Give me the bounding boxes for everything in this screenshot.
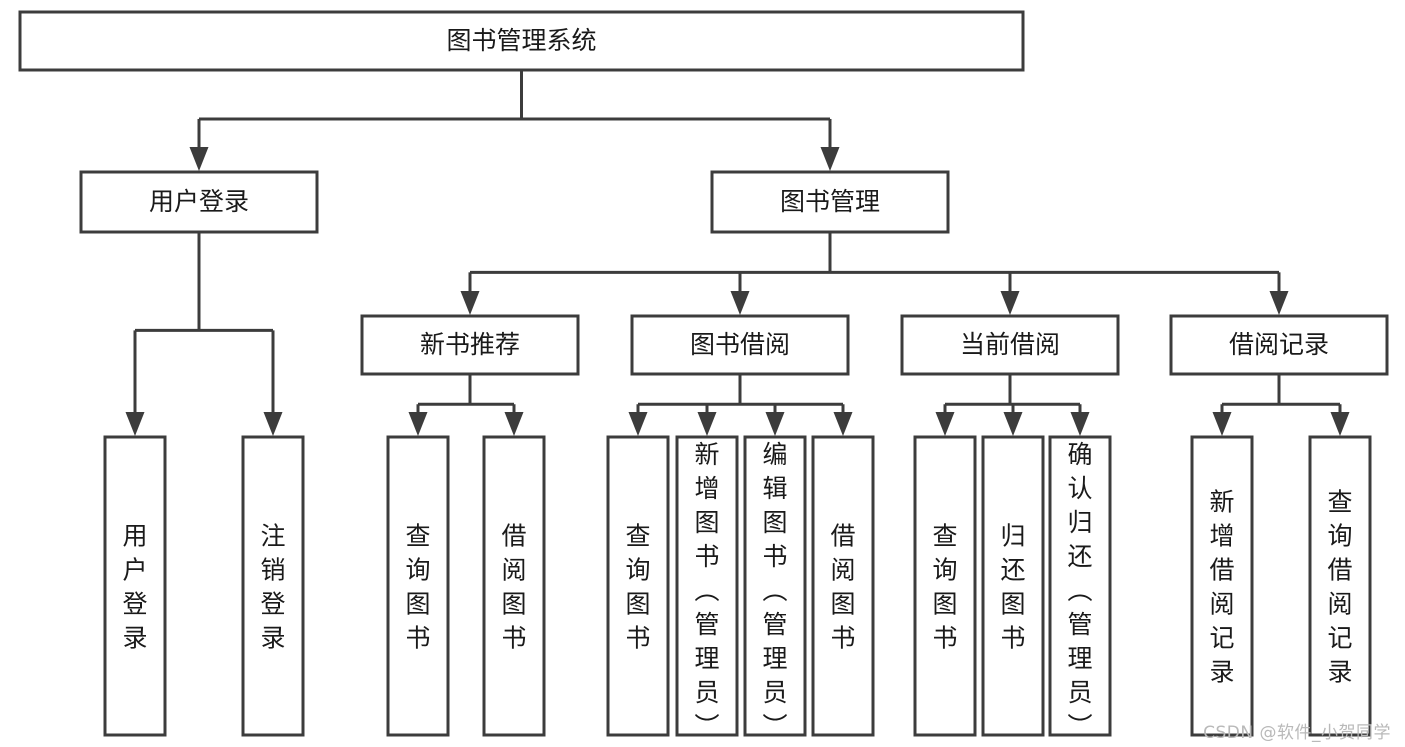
node-box-leaf-return-book[interactable] bbox=[981, 435, 1045, 737]
edge-group bbox=[628, 374, 853, 436]
node-current-borrow[interactable]: 当前借阅 bbox=[900, 314, 1120, 376]
node-box-leaf-edit-book[interactable] bbox=[743, 435, 807, 737]
node-box-root[interactable] bbox=[18, 10, 1025, 72]
node-label-current-borrow: 当前借阅 bbox=[960, 330, 1060, 359]
node-leaf-add-book[interactable]: 新增图书︵管理员︶ bbox=[675, 435, 739, 741]
node-root[interactable]: 图书管理系统 bbox=[18, 10, 1025, 72]
node-box-leaf-borrow-book-1[interactable] bbox=[482, 435, 546, 737]
node-label-leaf-add-record: 新增借阅记录 bbox=[1209, 488, 1234, 687]
node-book-manage[interactable]: 图书管理 bbox=[710, 170, 950, 234]
node-box-leaf-borrow-book-2[interactable] bbox=[811, 435, 875, 737]
node-leaf-add-record[interactable]: 新增借阅记录 bbox=[1190, 435, 1254, 737]
node-leaf-query-book-1[interactable]: 查询图书 bbox=[386, 435, 450, 737]
node-box-leaf-query-book-2[interactable] bbox=[606, 435, 670, 737]
edge-group bbox=[935, 374, 1090, 436]
node-box-leaf-query-record[interactable] bbox=[1308, 435, 1372, 737]
edge-group bbox=[408, 374, 524, 436]
node-label-leaf-query-record: 查询借阅记录 bbox=[1327, 488, 1352, 687]
node-box-leaf-logout[interactable] bbox=[241, 435, 305, 737]
node-label-leaf-logout: 注销登录 bbox=[260, 522, 285, 653]
node-label-leaf-query-book-2: 查询图书 bbox=[625, 522, 650, 653]
node-box-leaf-user-login[interactable] bbox=[103, 435, 167, 737]
edge-group bbox=[125, 232, 283, 436]
node-box-leaf-query-book-1[interactable] bbox=[386, 435, 450, 737]
node-label-leaf-return-book: 归还图书 bbox=[1000, 522, 1025, 653]
node-label-leaf-query-book-1: 查询图书 bbox=[405, 522, 430, 653]
node-box-borrow-record[interactable] bbox=[1169, 314, 1389, 376]
node-book-borrow[interactable]: 图书借阅 bbox=[630, 314, 850, 376]
edge-group bbox=[460, 232, 1289, 315]
node-label-borrow-record: 借阅记录 bbox=[1229, 330, 1329, 359]
node-leaf-user-login[interactable]: 用户登录 bbox=[103, 435, 167, 737]
node-label-book-borrow: 图书借阅 bbox=[690, 330, 790, 359]
node-box-current-borrow[interactable] bbox=[900, 314, 1120, 376]
node-box-book-manage[interactable] bbox=[710, 170, 950, 234]
node-user-login[interactable]: 用户登录 bbox=[79, 170, 319, 234]
node-leaf-query-book-3[interactable]: 查询图书 bbox=[913, 435, 977, 737]
node-leaf-edit-book[interactable]: 编辑图书︵管理员︶ bbox=[743, 435, 807, 741]
node-label-leaf-query-book-3: 查询图书 bbox=[932, 522, 957, 653]
node-label-leaf-edit-book: 编辑图书︵管理员︶ bbox=[762, 440, 787, 741]
node-label-user-login: 用户登录 bbox=[149, 187, 249, 216]
node-box-leaf-add-record[interactable] bbox=[1190, 435, 1254, 737]
node-label-root: 图书管理系统 bbox=[446, 26, 596, 55]
node-label-leaf-borrow-book-2: 借阅图书 bbox=[830, 522, 855, 653]
node-box-new-book-rec[interactable] bbox=[360, 314, 580, 376]
node-label-leaf-confirm-return: 确认归还︵管理员︶ bbox=[1067, 440, 1092, 741]
edges-layer bbox=[125, 70, 1350, 436]
node-box-leaf-confirm-return[interactable] bbox=[1048, 435, 1112, 737]
node-leaf-logout[interactable]: 注销登录 bbox=[241, 435, 305, 737]
node-borrow-record[interactable]: 借阅记录 bbox=[1169, 314, 1389, 376]
edge-group bbox=[189, 70, 840, 171]
node-label-leaf-add-book: 新增图书︵管理员︶ bbox=[694, 440, 719, 741]
node-leaf-borrow-book-1[interactable]: 借阅图书 bbox=[482, 435, 546, 737]
nodes-layer: 图书管理系统用户登录图书管理新书推荐图书借阅当前借阅借阅记录用户登录注销登录查询… bbox=[18, 10, 1389, 741]
node-leaf-borrow-book-2[interactable]: 借阅图书 bbox=[811, 435, 875, 737]
node-box-book-borrow[interactable] bbox=[630, 314, 850, 376]
node-label-book-manage: 图书管理 bbox=[780, 187, 880, 216]
node-box-leaf-add-book[interactable] bbox=[675, 435, 739, 737]
node-leaf-return-book[interactable]: 归还图书 bbox=[981, 435, 1045, 737]
node-label-new-book-rec: 新书推荐 bbox=[420, 330, 520, 359]
node-new-book-rec[interactable]: 新书推荐 bbox=[360, 314, 580, 376]
node-leaf-confirm-return[interactable]: 确认归还︵管理员︶ bbox=[1048, 435, 1112, 741]
node-label-leaf-borrow-book-1: 借阅图书 bbox=[501, 522, 526, 653]
node-box-user-login[interactable] bbox=[79, 170, 319, 234]
node-label-leaf-user-login: 用户登录 bbox=[122, 522, 147, 653]
node-leaf-query-record[interactable]: 查询借阅记录 bbox=[1308, 435, 1372, 737]
node-leaf-query-book-2[interactable]: 查询图书 bbox=[606, 435, 670, 737]
edge-group bbox=[1212, 374, 1350, 436]
node-box-leaf-query-book-3[interactable] bbox=[913, 435, 977, 737]
